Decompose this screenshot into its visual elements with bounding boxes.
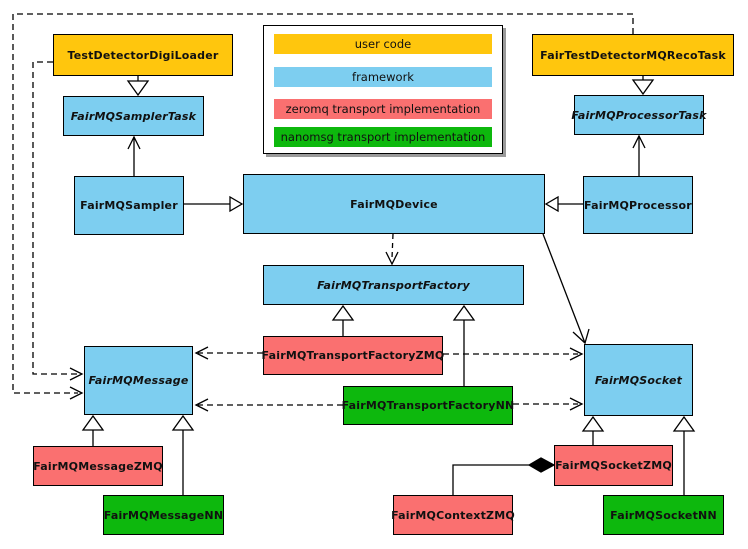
node-fairmqmessagezmq: FairMQMessageZMQ: [33, 446, 163, 486]
legend-panel: user code framework zeromq transport imp…: [263, 25, 503, 154]
edge-processor-device-inheritance: [544, 195, 583, 213]
node-fairmqsocket: FairMQSocket: [584, 344, 693, 416]
node-fairmqprocessor: FairMQProcessor: [583, 176, 693, 234]
edge-device-transportfactory-dependency: [385, 233, 399, 266]
node-fairmqsocketnn: FairMQSocketNN: [603, 495, 724, 535]
edge-transportfactoryzmq-socket-dependency: [443, 347, 584, 361]
node-fairmqtransportfactoryzmq: FairMQTransportFactoryZMQ: [262, 336, 444, 375]
edge-messagezmq-message-inheritance: [81, 414, 105, 446]
node-fairmqmessagenn: FairMQMessageNN: [103, 495, 224, 535]
node-testdetectordigiloader: TestDetectorDigiLoader: [53, 34, 233, 76]
edge-transportfactorynn-socket-dependency: [513, 397, 584, 411]
edge-messagenn-message-inheritance: [171, 414, 195, 495]
edge-sampler-device-inheritance: [184, 195, 244, 213]
edge-transportfactorynn-transportfactory-inheritance: [452, 304, 476, 386]
edge-processor-processortask-association: [632, 134, 646, 176]
edge-device-socket-association: [542, 233, 590, 345]
edge-digiloader-samplertask-inheritance: [126, 76, 150, 97]
node-fairtestdetectormqrecotask: FairTestDetectorMQRecoTask: [532, 34, 734, 76]
edge-sampler-samplertask-association: [127, 135, 141, 176]
edge-recotask-message-dependency: [12, 13, 634, 400]
edge-digiloader-message-dependency: [32, 61, 84, 381]
edge-recotask-processortask-inheritance: [631, 76, 655, 96]
legend-item-framework: framework: [274, 67, 492, 87]
edge-contextzmq-socketzmq-composition: [452, 457, 556, 495]
edge-socketzmq-socket-inheritance: [581, 415, 605, 445]
legend-item-zeromq: zeromq transport implementation: [274, 99, 492, 119]
legend-item-nanomsg: nanomsg transport implementation: [274, 127, 492, 147]
node-fairmqtransportfactory: FairMQTransportFactory: [263, 265, 524, 305]
node-fairmqmessage: FairMQMessage: [84, 346, 193, 415]
node-fairmqsampler: FairMQSampler: [74, 176, 184, 235]
edge-transportfactoryzmq-message-dependency: [194, 346, 263, 360]
node-fairmqtransportfactorynn: FairMQTransportFactoryNN: [342, 386, 514, 425]
node-fairmqsamplertask: FairMQSamplerTask: [63, 96, 204, 136]
edge-socketnn-socket-inheritance: [672, 415, 696, 495]
node-fairmqprocessortask: FairMQProcessorTask: [571, 95, 706, 135]
node-fairmqsocketzmq: FairMQSocketZMQ: [554, 445, 673, 486]
node-fairmqdevice: FairMQDevice: [243, 174, 545, 234]
legend-item-user-code: user code: [274, 34, 492, 54]
edge-transportfactoryzmq-transportfactory-inheritance: [331, 304, 355, 336]
edge-transportfactorynn-message-dependency: [194, 398, 343, 412]
node-fairmqcontextzmq: FairMQContextZMQ: [391, 495, 515, 535]
